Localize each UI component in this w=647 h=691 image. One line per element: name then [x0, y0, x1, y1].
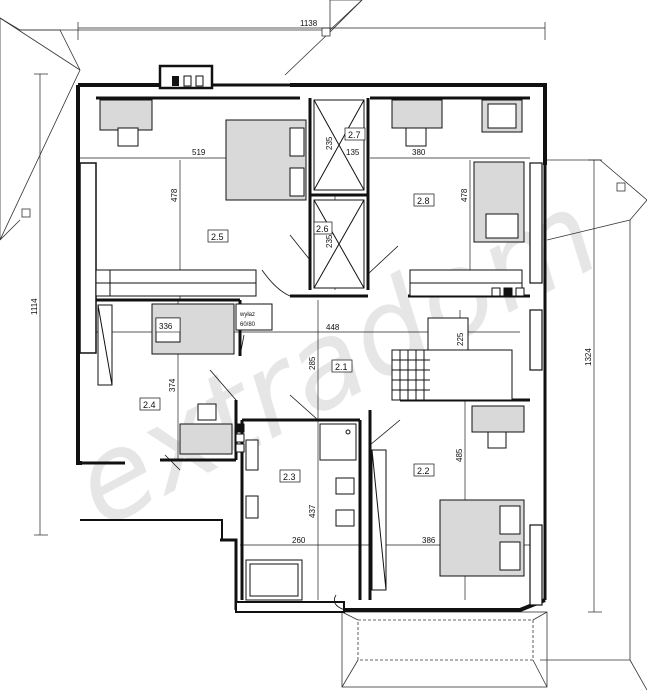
dim-374: 374 [168, 378, 177, 392]
dim-right-total: 1324 [584, 348, 593, 366]
roof-outline-bottom [341, 611, 548, 688]
bathroom-fixtures [235, 423, 357, 601]
exterior-walls [76, 64, 547, 613]
dim-386: 386 [422, 536, 436, 545]
door-swings [164, 234, 401, 611]
wardrobes [95, 99, 523, 591]
room-2-6: 2.6 [316, 224, 329, 234]
dim-478-left: 478 [170, 188, 179, 202]
dim-235-upper: 235 [325, 136, 334, 150]
room-2-2: 2.2 [417, 466, 430, 476]
dim-left-total: 1114 [30, 298, 39, 315]
dim-top-total: 1138 [300, 19, 318, 28]
roof-outline-top-left [0, 0, 363, 241]
staircase [391, 287, 525, 401]
dim-478-right: 478 [460, 188, 469, 202]
dim-448: 448 [326, 323, 340, 332]
dim-260: 260 [292, 536, 306, 545]
dim-336: 336 [159, 322, 173, 331]
dimension-labels: 1138 1114 1324 519 380 135 235 235 478 4… [30, 19, 593, 545]
dim-285: 285 [308, 356, 317, 370]
room-2-7: 2.7 [348, 130, 361, 140]
room-2-5: 2.5 [211, 232, 224, 242]
hatch-label-line1: wyłaz [239, 312, 255, 318]
roof-hatch: wyłaz 60/80 [235, 303, 273, 331]
desks [99, 99, 525, 455]
dim-235-lower: 235 [325, 234, 334, 248]
dim-519: 519 [192, 148, 206, 157]
hatch-label-line2: 60/80 [240, 322, 256, 328]
chimney [172, 75, 204, 87]
dim-437: 437 [308, 504, 317, 518]
room-labels: 2.5 2.6 2.7 2.8 2.1 2.2 2.3 2.4 [139, 127, 435, 483]
room-2-1: 2.1 [335, 362, 348, 372]
room-2-3: 2.3 [283, 472, 296, 482]
dim-485: 485 [455, 448, 464, 462]
dim-225: 225 [456, 332, 465, 346]
room-2-4: 2.4 [143, 400, 156, 410]
room-2-8: 2.8 [417, 196, 430, 206]
dim-135: 135 [346, 148, 360, 157]
dim-380: 380 [412, 148, 426, 157]
